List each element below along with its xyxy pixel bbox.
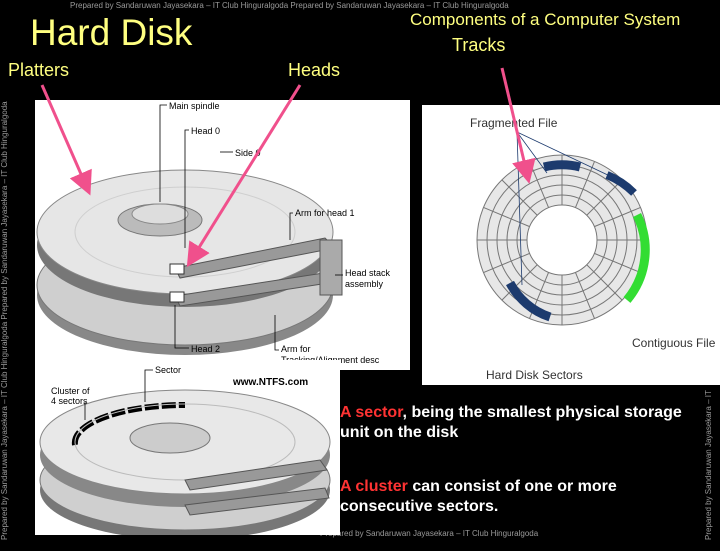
watermark-top: Prepared by Sandaruwan Jayasekara – IT C… bbox=[70, 1, 509, 10]
sector-diagram: www.NTFS.com Sector Cluster of 4 sectors bbox=[35, 360, 340, 535]
hard-disk-sectors-label: Hard Disk Sectors bbox=[486, 368, 583, 382]
page-title: Hard Disk bbox=[30, 12, 193, 53]
sector-keyword: A sector bbox=[340, 404, 403, 421]
tracks-label: Tracks bbox=[452, 35, 506, 55]
sector-spoke bbox=[483, 252, 530, 273]
platters-label: Platters bbox=[8, 60, 70, 80]
sector-spoke bbox=[574, 161, 595, 208]
head-0 bbox=[169, 263, 185, 275]
sector-spoke bbox=[586, 264, 623, 301]
sector-note: A sector, being the smallest physical st… bbox=[340, 403, 685, 443]
sector-spoke bbox=[594, 252, 641, 273]
tracks-arrow bbox=[500, 67, 536, 184]
cluster-keyword: A cluster bbox=[340, 478, 408, 495]
watermark-bottom: Prepared by Sandaruwan Jayasekara – IT C… bbox=[320, 529, 539, 538]
slide-subject: Components of a Computer System bbox=[410, 10, 681, 29]
sector-spoke bbox=[594, 207, 641, 228]
website-label: www.NTFS.com bbox=[232, 377, 308, 388]
cluster-note: A cluster can consist of one or more con… bbox=[340, 477, 685, 517]
heads-label: Heads bbox=[288, 60, 341, 80]
svg-text:Head 2: Head 2 bbox=[191, 344, 220, 354]
contiguous-file-label: Contiguous File bbox=[632, 336, 716, 350]
fragment-arc-3 bbox=[506, 280, 552, 322]
fragment-arc-1 bbox=[542, 160, 582, 172]
svg-text:Side 0: Side 0 bbox=[235, 148, 261, 158]
svg-text:Head stack: Head stack bbox=[345, 268, 391, 278]
svg-text:Head 0: Head 0 bbox=[191, 126, 220, 136]
sector-note-text: , being the smallest physical storage un… bbox=[340, 404, 682, 441]
svg-text:Arm for head 1: Arm for head 1 bbox=[295, 208, 355, 218]
contiguous-arc bbox=[623, 212, 650, 303]
sector-spoke bbox=[501, 264, 538, 301]
notes-area: A sector, being the smallest physical st… bbox=[340, 403, 685, 551]
track-diagram: Fragmented File Contiguous File Hard Dis… bbox=[422, 105, 720, 385]
svg-text:4 sectors: 4 sectors bbox=[51, 396, 88, 406]
hard-disk-diagram: Main spindle Head 0 Side 0 Arm for head … bbox=[35, 100, 410, 370]
sector-spoke bbox=[574, 272, 595, 319]
svg-text:Main spindle: Main spindle bbox=[169, 101, 220, 111]
cluster-note-text: can consist of one or more consecutive s… bbox=[340, 478, 617, 515]
svg-text:Arm for: Arm for bbox=[281, 344, 311, 354]
platters-arrow bbox=[40, 84, 92, 196]
head-stack bbox=[319, 239, 343, 296]
sector-spoke bbox=[483, 207, 530, 228]
cluster-label: Cluster of bbox=[51, 386, 90, 396]
svg-text:assembly: assembly bbox=[345, 279, 384, 289]
heads-arrow bbox=[186, 84, 302, 268]
sector-label: Sector bbox=[155, 365, 181, 375]
sector-spoke bbox=[586, 179, 623, 216]
sector-spoke bbox=[501, 179, 538, 216]
head-2 bbox=[169, 291, 185, 303]
